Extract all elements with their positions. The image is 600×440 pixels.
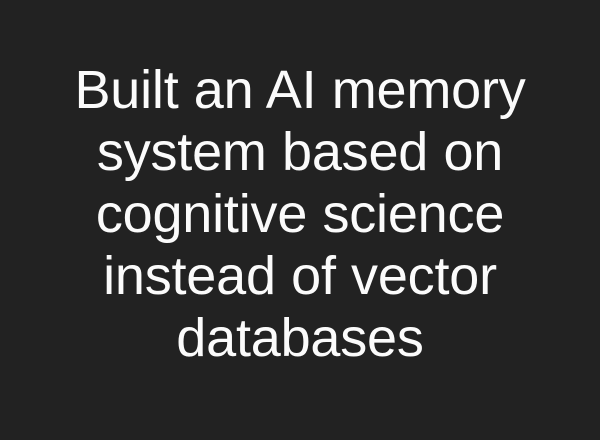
headline-line-1: Built an AI memory <box>74 59 526 120</box>
headline-line-3: cognitive science <box>95 183 505 244</box>
headline-line-5: databases <box>176 307 424 368</box>
headline-line-4: instead of vector <box>103 245 497 306</box>
headline-line-2: system based on <box>96 121 504 182</box>
headline: Built an AI memory system based on cogni… <box>28 59 572 369</box>
